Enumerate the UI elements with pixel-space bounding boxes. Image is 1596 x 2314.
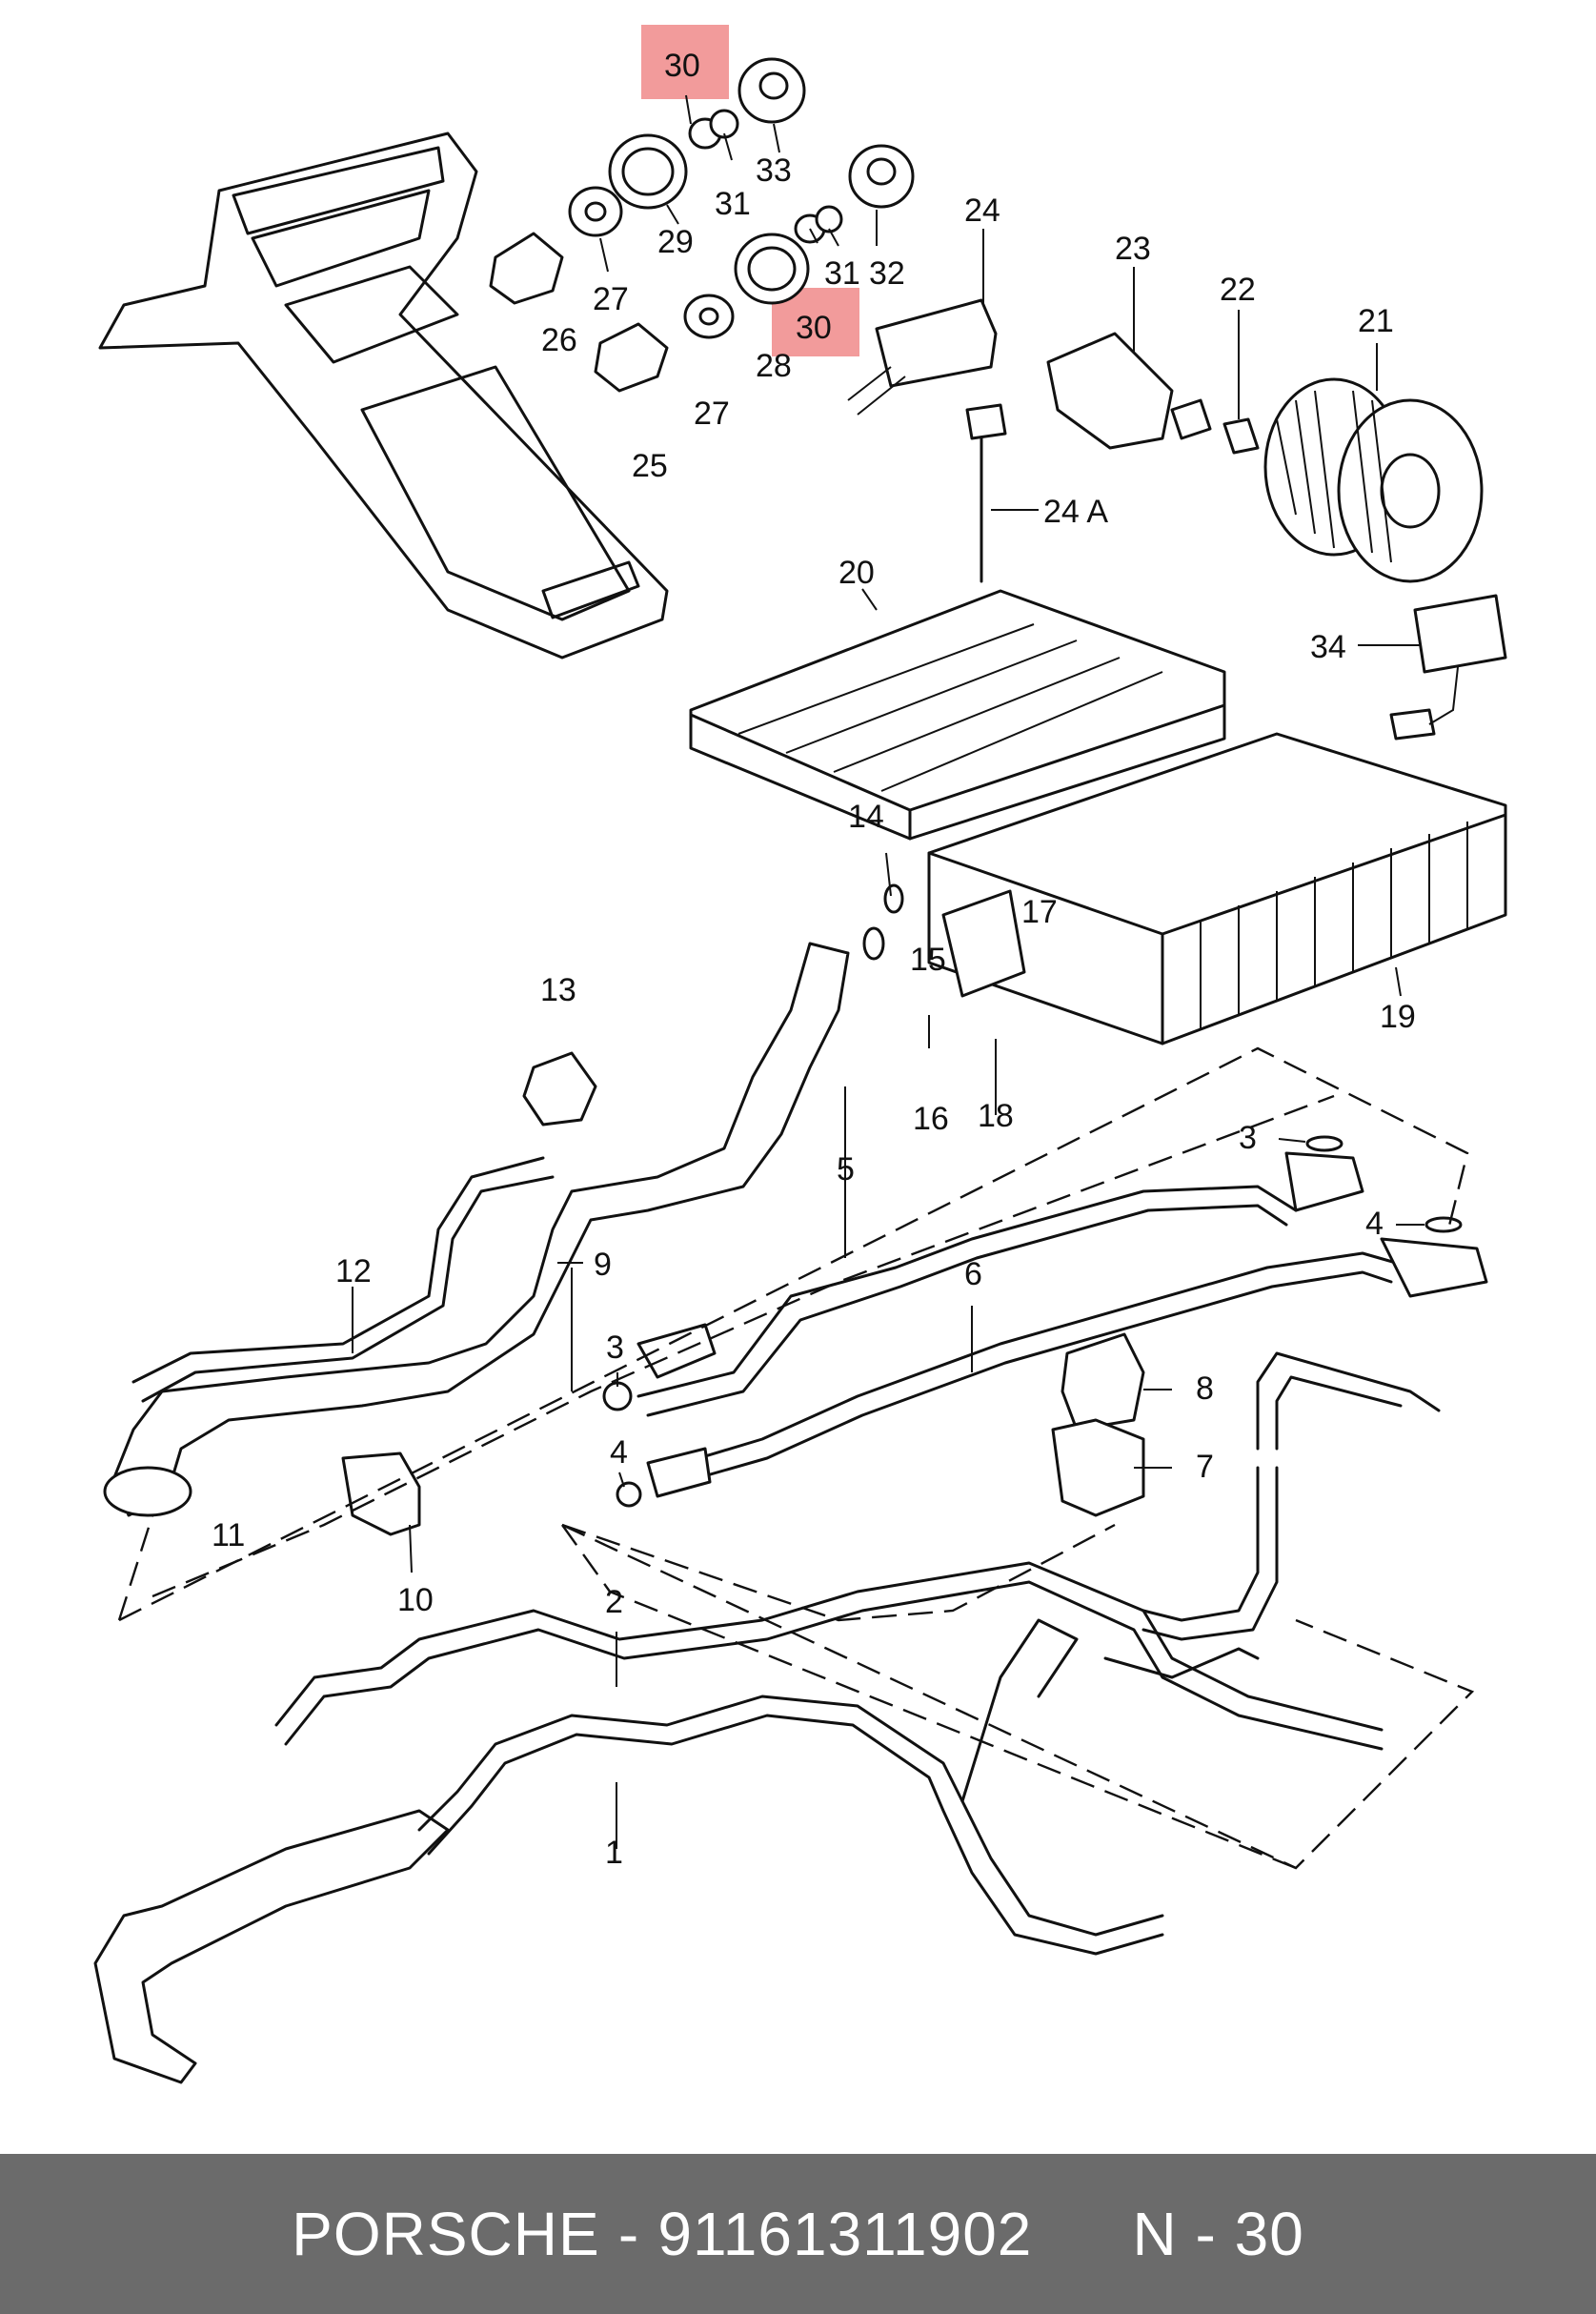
label-31-mid: 31 (824, 255, 860, 292)
footer-ref: N - 30 (1132, 2200, 1304, 2268)
label-5: 5 (837, 1151, 855, 1187)
assembly-boundaries (117, 1046, 1475, 1870)
label-25: 25 (632, 448, 668, 484)
label-15: 15 (910, 942, 946, 978)
label-34: 34 (1310, 629, 1346, 665)
label-11: 11 (212, 1517, 245, 1553)
hoses (93, 942, 1441, 2084)
label-17: 17 (1021, 894, 1058, 930)
footer-part-number: 91161311902 (657, 2200, 1033, 2268)
label-30-mid: 30 (796, 310, 832, 346)
label-4-left: 4 (610, 1434, 628, 1471)
label-12: 12 (335, 1253, 372, 1289)
footer-separator: - (617, 2200, 640, 2268)
label-13: 13 (540, 972, 576, 1008)
parts-diagram: 30 33 31 29 31 32 24 23 22 21 27 26 30 2… (93, 25, 1507, 2084)
label-29: 29 (657, 224, 694, 260)
label-31-top: 31 (715, 186, 751, 222)
footer-text: PORSCHE-91161311902 N - 30 (283, 2199, 1314, 2269)
label-24: 24 (964, 193, 1000, 229)
label-6: 6 (964, 1256, 982, 1292)
blower-assembly (1046, 332, 1484, 583)
label-33: 33 (756, 152, 792, 189)
label-23: 23 (1115, 231, 1151, 267)
label-32: 32 (869, 255, 905, 292)
label-28: 28 (756, 348, 792, 384)
footer-brand: PORSCHE (292, 2200, 600, 2268)
label-26: 26 (541, 322, 577, 358)
small-parts (341, 883, 1488, 1536)
label-18: 18 (978, 1098, 1014, 1134)
label-3-left: 3 (606, 1330, 624, 1366)
footer-bar: PORSCHE-91161311902 N - 30 (0, 2154, 1596, 2314)
callout-labels: 30 33 31 29 31 32 24 23 22 21 27 26 30 2… (212, 48, 1416, 1871)
label-24a: 24 A (1043, 494, 1108, 530)
leader-lines (352, 94, 1424, 1849)
resistor (1389, 594, 1507, 741)
label-19: 19 (1380, 999, 1416, 1035)
label-2: 2 (605, 1584, 623, 1620)
label-21: 21 (1358, 303, 1394, 339)
label-7: 7 (1196, 1449, 1214, 1485)
label-16: 16 (913, 1101, 949, 1137)
label-4-right: 4 (1365, 1206, 1384, 1242)
label-10: 10 (397, 1582, 434, 1618)
label-20: 20 (838, 555, 875, 591)
highlight-30-top (641, 25, 729, 99)
label-9: 9 (594, 1247, 612, 1283)
label-14: 14 (848, 799, 884, 835)
label-1: 1 (605, 1835, 623, 1871)
center-console (98, 132, 669, 660)
label-27-low: 27 (694, 396, 730, 432)
label-22: 22 (1220, 272, 1256, 308)
label-27-top: 27 (593, 281, 629, 317)
relay-unit (847, 298, 1007, 583)
label-30-top: 30 (664, 48, 700, 84)
label-8: 8 (1196, 1370, 1214, 1407)
evaporator (927, 732, 1507, 1045)
filter (689, 589, 1226, 841)
switch-knobs (489, 57, 915, 393)
label-3-right: 3 (1239, 1120, 1257, 1156)
